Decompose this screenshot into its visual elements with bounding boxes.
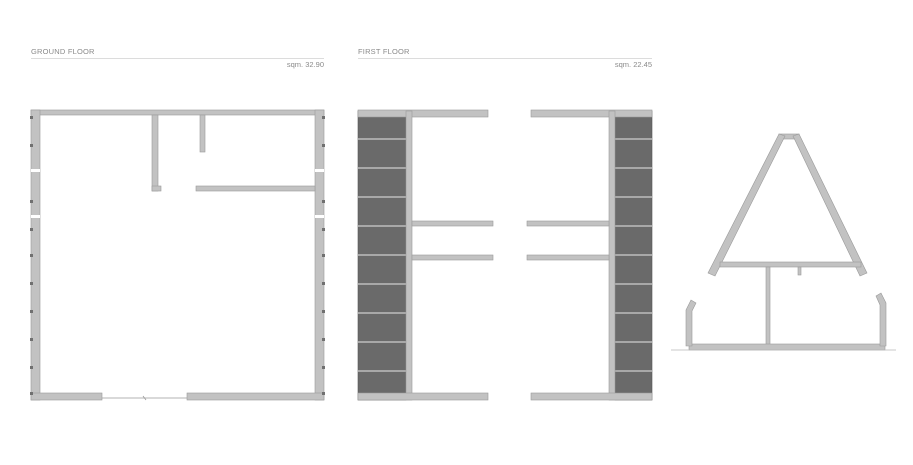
ground-partition-horizontal (195, 185, 316, 192)
ground-window-gaps (31, 169, 324, 218)
section-ground-slab (688, 343, 886, 351)
first-right-rail-lower (526, 254, 610, 261)
section-stub (797, 266, 802, 276)
ground-floor-title: GROUND FLOOR (31, 47, 95, 56)
first-floor-right-plan (526, 109, 653, 401)
ground-floor-area: sqm. 32.90 (286, 60, 324, 69)
section-wall-right (875, 292, 887, 347)
a-frame-section (685, 133, 887, 351)
section-roof-right (792, 133, 868, 277)
ground-partition-vertical-b (199, 114, 206, 153)
first-left-bottom-wall (357, 392, 489, 401)
first-left-rail-upper (411, 220, 494, 227)
first-left-rail-lower (411, 254, 494, 261)
section-wall-left (685, 299, 697, 347)
ground-top-wall (30, 109, 325, 116)
first-right-shelf-dividers (615, 138, 652, 372)
ground-floor-rule (31, 58, 324, 59)
first-right-inner-wall (608, 110, 616, 401)
first-floor-area: sqm. 22.45 (614, 60, 652, 69)
first-right-top-wall (530, 109, 653, 118)
section-column (765, 266, 771, 346)
ground-bottom-wall-right (186, 392, 325, 401)
ground-floor-plan (30, 109, 325, 401)
ground-post-ticks (30, 116, 325, 395)
first-left-top-wall (357, 109, 489, 118)
ground-partition-stub (151, 185, 162, 192)
section-roof-left (707, 133, 786, 277)
first-floor-title: FIRST FLOOR (358, 47, 410, 56)
first-left-inner-wall (405, 110, 413, 401)
ground-partition-vertical-a (151, 114, 159, 192)
ground-bottom-wall-left (30, 392, 103, 401)
first-floor-left-plan (357, 109, 494, 401)
ground-door-threshold (102, 395, 187, 401)
first-left-shelf-dividers (358, 138, 406, 372)
first-floor-rule (358, 58, 652, 59)
section-upper-slab (719, 261, 862, 268)
first-right-rail-upper (526, 220, 610, 227)
first-right-bottom-wall (530, 392, 653, 401)
